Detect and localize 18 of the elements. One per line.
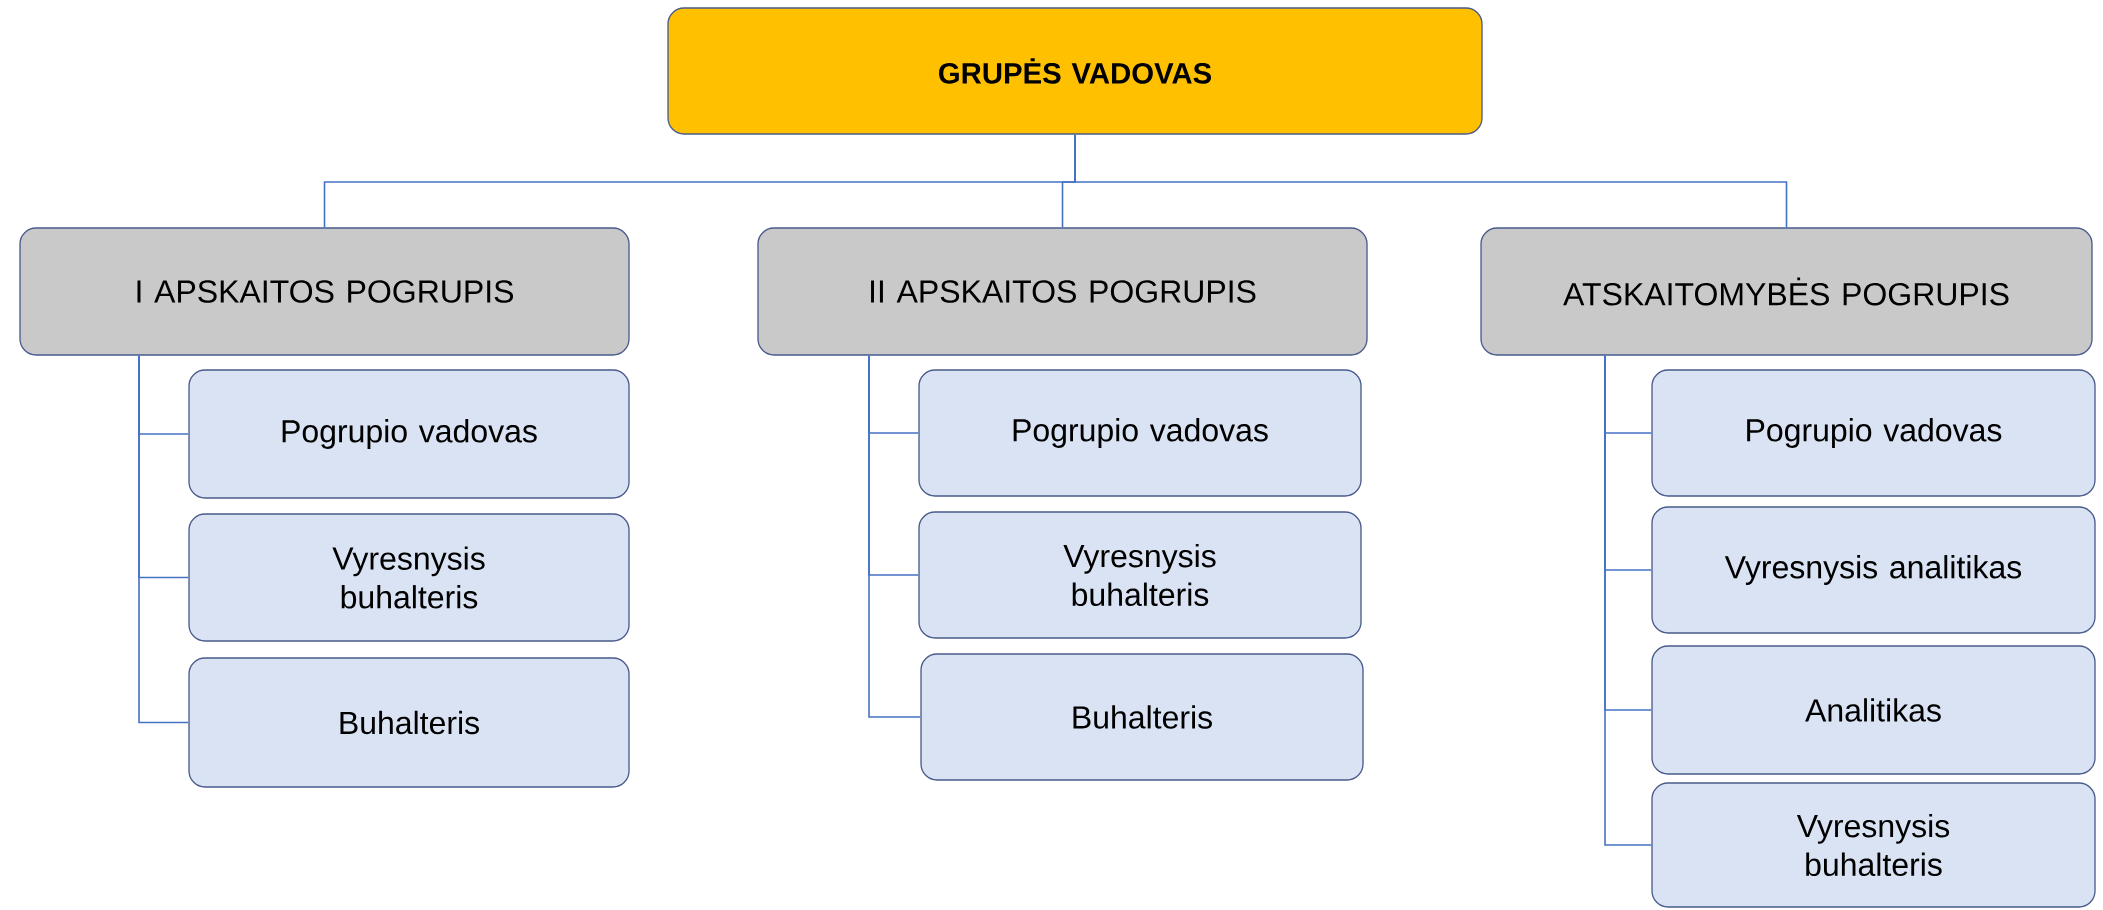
- role-box: Vyresnysis analitikas: [1651, 506, 2096, 634]
- role-box: Buhalteris: [920, 653, 1364, 781]
- role-box: Vyresnysis buhalteris: [918, 511, 1362, 639]
- group-box: II APSKAITOS POGRUPIS: [757, 227, 1368, 356]
- connector: [1074, 133, 1788, 229]
- role-box: Pogrupio vadovas: [918, 369, 1362, 497]
- heading-box: GRUPĖS VADOVAS: [667, 7, 1483, 135]
- role-box: Pogrupio vadovas: [1651, 369, 2096, 497]
- role-box: Analitikas: [1651, 645, 2096, 775]
- role-box: Buhalteris: [188, 657, 630, 788]
- role-box: Vyresnysis buhalteris: [1651, 782, 2096, 908]
- group-box: ATSKAITOMYBĖS POGRUPIS: [1480, 227, 2093, 356]
- role-box: Pogrupio vadovas: [188, 369, 630, 499]
- connector: [868, 354, 922, 718]
- connector: [138, 354, 190, 724]
- group-box: I APSKAITOS POGRUPIS: [19, 227, 630, 356]
- role-box: Vyresnysis buhalteris: [188, 513, 630, 642]
- connector: [1604, 354, 1653, 846]
